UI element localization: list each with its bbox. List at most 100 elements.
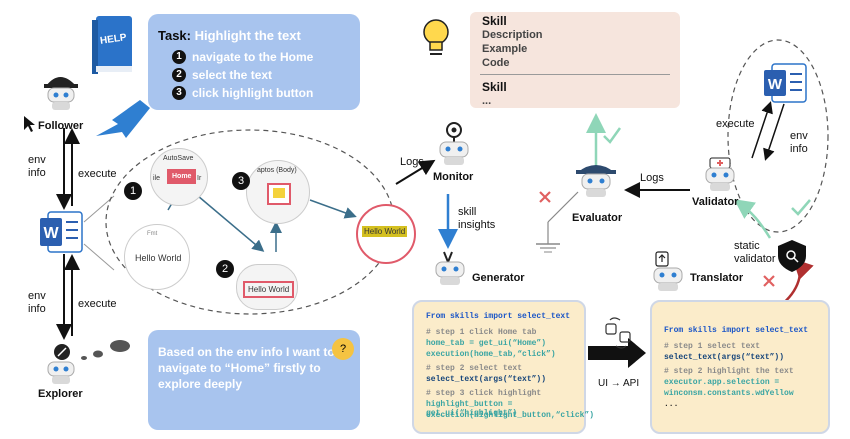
screenshot-selected-text: Hello World [236, 264, 298, 310]
check-icon-evaluator [603, 127, 622, 144]
static-validator-label: static validator [734, 240, 776, 265]
font-name-label: aptos (Body) [257, 167, 297, 174]
check-icon-validator [791, 199, 811, 216]
monitor-label: Monitor [433, 171, 474, 183]
highlighter-icon [273, 188, 285, 198]
code-line: # step 3 click highlight [426, 389, 542, 398]
env-info-label-validator: env info [790, 130, 808, 155]
ui-api-icon [605, 317, 631, 349]
step-text: click highlight button [192, 86, 314, 100]
badge-step-1: 1 [124, 182, 142, 200]
explorer-note-box: Based on the env info I want to navigate… [148, 330, 360, 430]
autosave-label: AutoSave [163, 155, 194, 162]
home-tab[interactable]: Home [167, 169, 197, 184]
thought-bubble [110, 340, 130, 352]
skill-divider [480, 74, 670, 75]
code-line: # step 2 select text [426, 364, 523, 373]
insert-tab: Ir [197, 175, 202, 182]
task-to-follower-arrow [96, 100, 150, 138]
file-tab: ile [153, 175, 161, 182]
screenshot-text: Fmt Hello World [124, 224, 190, 290]
step-number: 3 [172, 86, 186, 100]
task-step: 2 select the text [172, 68, 272, 82]
code-line: select_text(args(“text”)) [664, 353, 785, 362]
thinking-face-icon: ? [332, 338, 354, 360]
explorer-note: Based on the env info I want to navigate… [158, 345, 335, 391]
validator-label: Validator [692, 196, 739, 208]
skill-description: Description [482, 29, 543, 41]
follower-label: Follower [38, 120, 84, 132]
translator-label: Translator [690, 272, 744, 284]
translator-code-box: From skills import select_text # step 1 … [650, 300, 830, 434]
step-text: select the text [192, 68, 273, 82]
screenshot-home-tab: AutoSave ile Home Ir [150, 148, 208, 206]
upload-icon [655, 251, 669, 267]
task-box: Task: Highlight the text 1 navigate to th… [148, 14, 360, 110]
code-line: From skills import select_text [664, 326, 809, 335]
execute-label: execute [78, 168, 117, 180]
lightbulb-icon [423, 19, 449, 55]
format-label: Fmt [147, 231, 158, 237]
translator-robot-icon [653, 267, 683, 291]
logs-label-evaluator: Logs [640, 172, 664, 184]
skill-code: Code [482, 57, 510, 69]
cross-icon-translator [763, 275, 775, 287]
code-line: executor.app.selection = [664, 378, 780, 387]
explorer-label: Explorer [38, 388, 83, 400]
generator-code-box: From skills import select_text # step 1 … [412, 300, 594, 434]
screenshot-highlight-button: aptos (Body) [246, 160, 310, 224]
follower-robot-icon [44, 77, 78, 110]
ui-api-arrow [588, 338, 646, 368]
code-line: execution(home_tab,“click”) [426, 350, 556, 359]
explorer-robot-icon [47, 344, 75, 384]
execute-label-validator: execute [716, 118, 755, 130]
evaluator-robot-icon [576, 165, 616, 197]
skill-card: Skill Description Example Code Skill ... [470, 12, 680, 108]
ui-api-label: UI → API [598, 378, 640, 389]
code-line: # step 1 click Home tab [426, 328, 537, 337]
generator-robot-icon [435, 251, 465, 285]
skill-insights-label: skill insights [458, 206, 496, 231]
shield-icon [778, 240, 806, 272]
step-number: 2 [172, 68, 186, 82]
skill-example: Example [482, 43, 528, 55]
evaluator-label: Evaluator [572, 212, 623, 224]
badge-step-2: 2 [216, 260, 234, 278]
validator-ellipse [727, 39, 829, 233]
badge-step-3: 3 [232, 172, 250, 190]
word-icon: W [40, 211, 83, 253]
step-text: navigate to the Home [192, 50, 314, 64]
svg-text:W: W [43, 225, 59, 242]
task-step: 1 navigate to the Home [172, 50, 313, 64]
env-info-label-2: env info [28, 290, 46, 315]
highlighted-text: Hello World [362, 226, 408, 237]
svg-text:W: W [768, 76, 783, 93]
code-line: # step 1 select text [664, 342, 761, 351]
code-line: ... [664, 400, 679, 409]
validator-robot-icon [705, 157, 735, 191]
help-book-icon [92, 16, 132, 74]
skill-heading-2: Skill [482, 80, 507, 94]
env-info-label: env info [28, 154, 46, 179]
code-line: # step 2 highlight the text [664, 367, 794, 376]
task-prefix: Task: [158, 28, 191, 43]
logs-label-monitor: Logs [400, 156, 424, 168]
highlight-button[interactable] [267, 183, 291, 205]
skill-ellipsis: ... [482, 95, 492, 107]
skill-heading: Skill [482, 14, 507, 28]
task-title: Task: Highlight the text [158, 28, 301, 43]
code-line: execution(highlight_button,“click”) [426, 411, 595, 420]
code-line: select_text(args(“text”)) [426, 375, 547, 384]
step-number: 1 [172, 50, 186, 64]
generator-label: Generator [472, 272, 525, 284]
hello-world-text: Hello World [135, 253, 182, 263]
task-title-text: Highlight the text [191, 28, 301, 43]
cursor-icon [24, 116, 35, 132]
code-line: winconsm.constants.wdYellow [664, 389, 794, 398]
screenshot-highlighted-result: Hello World [356, 204, 416, 264]
selected-text: Hello World [243, 281, 295, 298]
task-step: 3 click highlight button [172, 86, 313, 100]
code-line: highlight_button = get_ui(“highlight”) [426, 400, 518, 418]
execute-label-2: execute [78, 298, 117, 310]
